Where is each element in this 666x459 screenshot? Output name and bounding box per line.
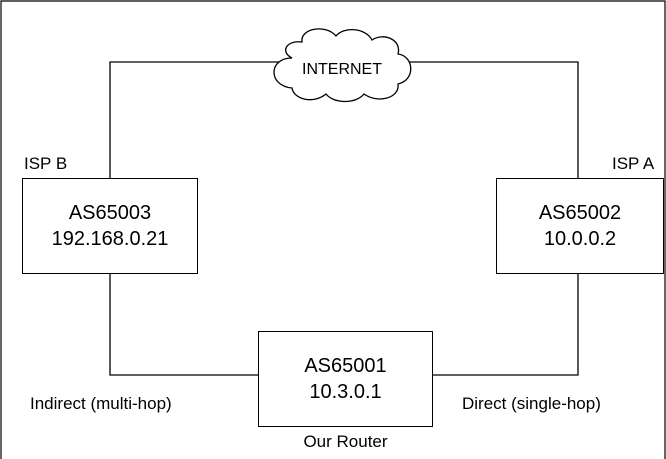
isp-a-ip: 10.0.0.2	[543, 228, 617, 250]
isp-b-label: ISP B	[24, 154, 68, 173]
our-router-label: Our Router	[303, 432, 388, 451]
indirect-link-label: Indirect (multi-hop)	[30, 394, 172, 413]
link-isp-a-router	[432, 273, 579, 376]
our-router-as-number: AS65001	[304, 355, 387, 377]
link-internet-isp-a	[405, 61, 579, 178]
isp-a-label: ISP A	[612, 154, 655, 173]
isp-a-router-box: AS65002 10.0.0.2	[496, 178, 664, 274]
isp-b-as-number: AS65003	[68, 202, 152, 224]
our-router-box: AS65001 10.3.0.1	[258, 331, 433, 427]
direct-link-label: Direct (single-hop)	[462, 394, 601, 413]
internet-cloud-icon	[273, 28, 412, 103]
link-isp-b-router	[109, 273, 258, 376]
isp-b-ip: 192.168.0.21	[51, 228, 169, 250]
isp-a-as-number: AS65002	[538, 202, 622, 224]
isp-b-router-box: AS65003 192.168.0.21	[22, 178, 198, 274]
link-isp-b-internet	[109, 61, 282, 178]
internet-label: INTERNET	[302, 61, 382, 78]
our-router-ip: 10.3.0.1	[309, 381, 382, 403]
